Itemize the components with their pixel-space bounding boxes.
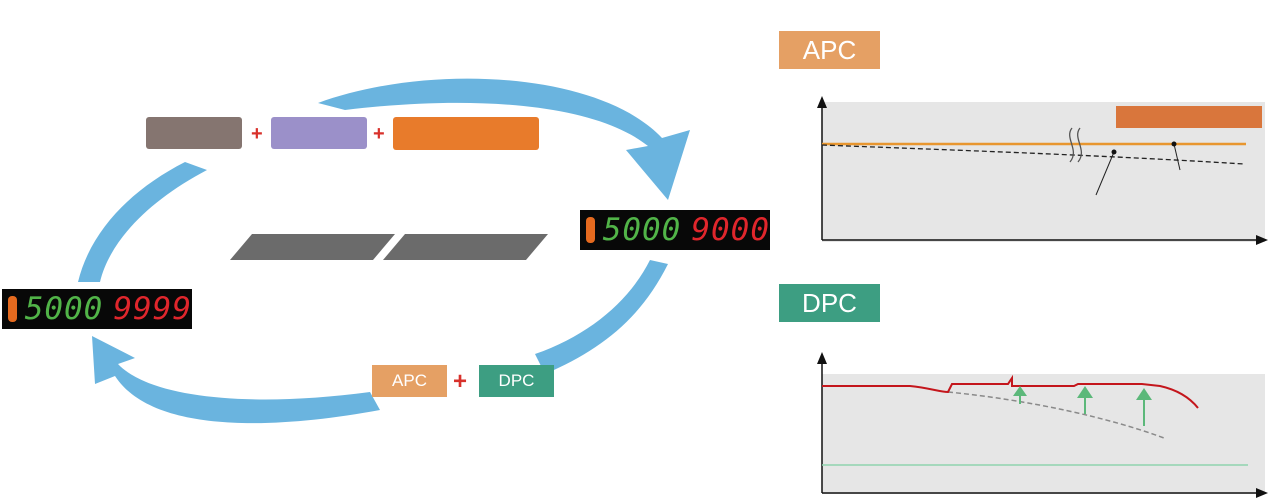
arrow-left-upper <box>78 162 207 282</box>
dpc-panel-title: DPC <box>779 284 880 322</box>
apc-leader-1-dot <box>1111 149 1117 155</box>
dpc-chart-panel <box>822 374 1265 494</box>
apc-tag-small: APC <box>372 365 447 397</box>
eco-icon <box>586 217 595 243</box>
dpc-x-arrowhead <box>1256 488 1268 498</box>
apc-panel-title: APC <box>779 31 880 69</box>
display-right-red-value: 9000 <box>691 212 770 248</box>
display-left-green-value: 5000 <box>24 291 104 327</box>
display-left: 5000 9999 <box>2 289 192 329</box>
plus-sign-1: + <box>251 123 263 145</box>
apc-leader-1 <box>1095 151 1115 196</box>
cycle-arrows <box>78 78 690 424</box>
plate-left <box>230 234 395 260</box>
apc-break-mark <box>1069 127 1083 163</box>
dpc-y-arrowhead <box>817 352 827 364</box>
dpc-tag-small: DPC <box>479 365 554 397</box>
plate-right <box>383 234 548 260</box>
arrow-bottom <box>92 336 380 424</box>
plus-sign-2: + <box>373 123 385 145</box>
display-left-red-value: 9999 <box>113 291 192 327</box>
apc-leader-2-dot <box>1171 141 1177 147</box>
apc-leader-2 <box>1173 143 1181 171</box>
apc-chart <box>817 96 1268 245</box>
dpc-up-arrow-1 <box>1013 386 1027 404</box>
arrow-right-lower <box>535 260 668 374</box>
arrow-top <box>318 78 690 200</box>
apc-label-box <box>1116 106 1262 128</box>
dpc-up-arrow-3 <box>1136 388 1152 426</box>
display-right-green-value: 5000 <box>602 212 682 248</box>
apc-decay-curve <box>821 144 1245 165</box>
display-right: 5000 9000 <box>580 210 770 250</box>
purple-component-block <box>271 117 367 149</box>
eco-icon <box>8 296 17 322</box>
gray-component-block <box>146 117 242 149</box>
plus-sign-bottom: + <box>453 368 468 395</box>
dpc-red-line <box>822 374 1199 409</box>
apc-y-arrowhead <box>817 96 827 108</box>
dpc-green-arrows <box>1013 386 1152 426</box>
orange-component-block <box>393 117 539 150</box>
apc-x-arrowhead <box>1256 235 1268 245</box>
dpc-chart <box>817 352 1268 498</box>
dpc-up-arrow-2 <box>1077 386 1093 414</box>
plates <box>230 234 548 260</box>
